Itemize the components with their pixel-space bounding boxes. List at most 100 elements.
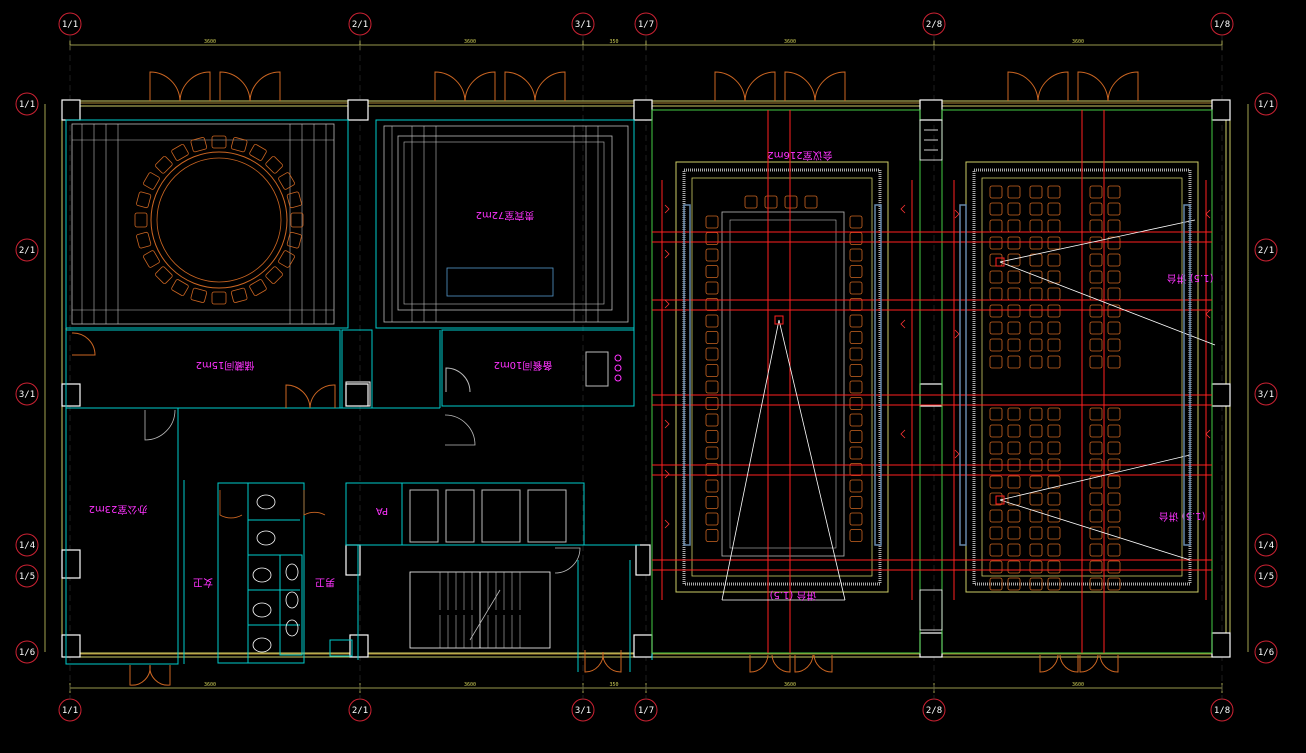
chair (265, 156, 283, 174)
chair (1029, 185, 1043, 199)
room-label-meeting-1: 会议室216m2 (767, 149, 832, 162)
dim-top-2: 3600 (464, 39, 476, 45)
chair (143, 172, 160, 190)
chair (1089, 202, 1103, 216)
chair (705, 529, 719, 542)
chair (1107, 424, 1121, 438)
chair (1029, 441, 1043, 455)
chair (764, 195, 778, 209)
chair (249, 279, 267, 296)
chair (1089, 407, 1103, 421)
chair (989, 338, 1003, 352)
chair (1029, 424, 1043, 438)
axis-bubble: 2/1 (1254, 238, 1278, 262)
dim-top-3: 350 (609, 39, 618, 45)
chair (989, 560, 1003, 574)
axis-bubble: 1/6 (15, 640, 39, 664)
chair (1007, 526, 1021, 540)
chair (286, 231, 302, 249)
room-label-office: 办公室23m2 (89, 503, 148, 516)
chair (1047, 424, 1061, 438)
axis-bubble: 1/1 (15, 92, 39, 116)
chair (989, 526, 1003, 540)
chair (136, 231, 152, 249)
chair (1047, 355, 1061, 369)
axis-bubble: 1/1 (1254, 92, 1278, 116)
chair (1047, 236, 1061, 250)
axis-bubble: 3/1 (15, 382, 39, 406)
chair (1007, 185, 1021, 199)
chair (849, 413, 863, 427)
chair (1047, 560, 1061, 574)
chair (1089, 441, 1103, 455)
room-label-storage: 储藏间15m2 (196, 359, 255, 372)
svg-text:1/1: 1/1 (19, 100, 35, 110)
svg-text:1/6: 1/6 (1258, 648, 1274, 658)
chair (1007, 441, 1021, 455)
chair (1007, 202, 1021, 216)
chair (1047, 185, 1061, 199)
chair (1107, 321, 1121, 335)
svg-text:1/1: 1/1 (1258, 100, 1274, 110)
chair (1047, 407, 1061, 421)
chair (1089, 560, 1103, 574)
chair (1007, 338, 1021, 352)
chair (849, 479, 863, 493)
projection-lines (721, 219, 1216, 601)
chair (1089, 526, 1103, 540)
chair (1029, 236, 1043, 250)
svg-text:1/7: 1/7 (638, 706, 654, 716)
chair (265, 266, 283, 284)
dim-bottom-2: 3600 (464, 682, 476, 688)
chair (290, 212, 304, 228)
chair (1047, 202, 1061, 216)
chair (1007, 424, 1021, 438)
room-label-female-wc: 女卫 (193, 576, 213, 589)
chair (1107, 492, 1121, 506)
chair (705, 314, 719, 328)
chair (1089, 355, 1103, 369)
chair (1047, 492, 1061, 506)
svg-text:2/1: 2/1 (1258, 246, 1274, 256)
chair (1007, 543, 1021, 557)
room-label-stage: 讲台 (1.5) (769, 589, 816, 602)
chair (989, 304, 1003, 318)
chair (1047, 543, 1061, 557)
chair (989, 355, 1003, 369)
right-wing-walls (651, 109, 1213, 654)
svg-text:3/1: 3/1 (19, 390, 35, 400)
axis-bubbles-right: 1/1 2/1 3/1 1/4 1/5 1/6 (1254, 92, 1278, 664)
svg-text:1/1: 1/1 (62, 706, 78, 716)
chair (744, 195, 758, 209)
chair (1029, 543, 1043, 557)
meeting-room-1-chairs (705, 195, 863, 542)
svg-text:2/1: 2/1 (352, 20, 368, 30)
dim-top-5: 3600 (1072, 39, 1084, 45)
chair (1047, 304, 1061, 318)
svg-text:1/8: 1/8 (1214, 20, 1230, 30)
chair (989, 509, 1003, 523)
svg-text:3/1: 3/1 (1258, 390, 1274, 400)
toilets (252, 494, 299, 653)
chair (784, 195, 798, 209)
chair (1107, 543, 1121, 557)
chair (1089, 185, 1103, 199)
chair (1107, 338, 1121, 352)
chair (286, 191, 302, 209)
chair (211, 135, 227, 149)
staircase (409, 571, 551, 649)
chair (705, 413, 719, 427)
chair (849, 496, 863, 509)
chair (1107, 236, 1121, 250)
chair (705, 479, 719, 493)
chair (849, 380, 863, 394)
meeting-room-2-chairs (989, 185, 1121, 591)
chair (1029, 355, 1043, 369)
chair (1047, 577, 1061, 591)
axis-bubbles-left: 1/1 2/1 3/1 1/4 1/5 1/6 (15, 92, 39, 664)
axis-bubble: 2/1 (15, 238, 39, 262)
chair (1047, 253, 1061, 267)
side-panels (683, 204, 1191, 546)
chair (849, 446, 863, 460)
dim-bottom-1: 3600 (204, 682, 216, 688)
